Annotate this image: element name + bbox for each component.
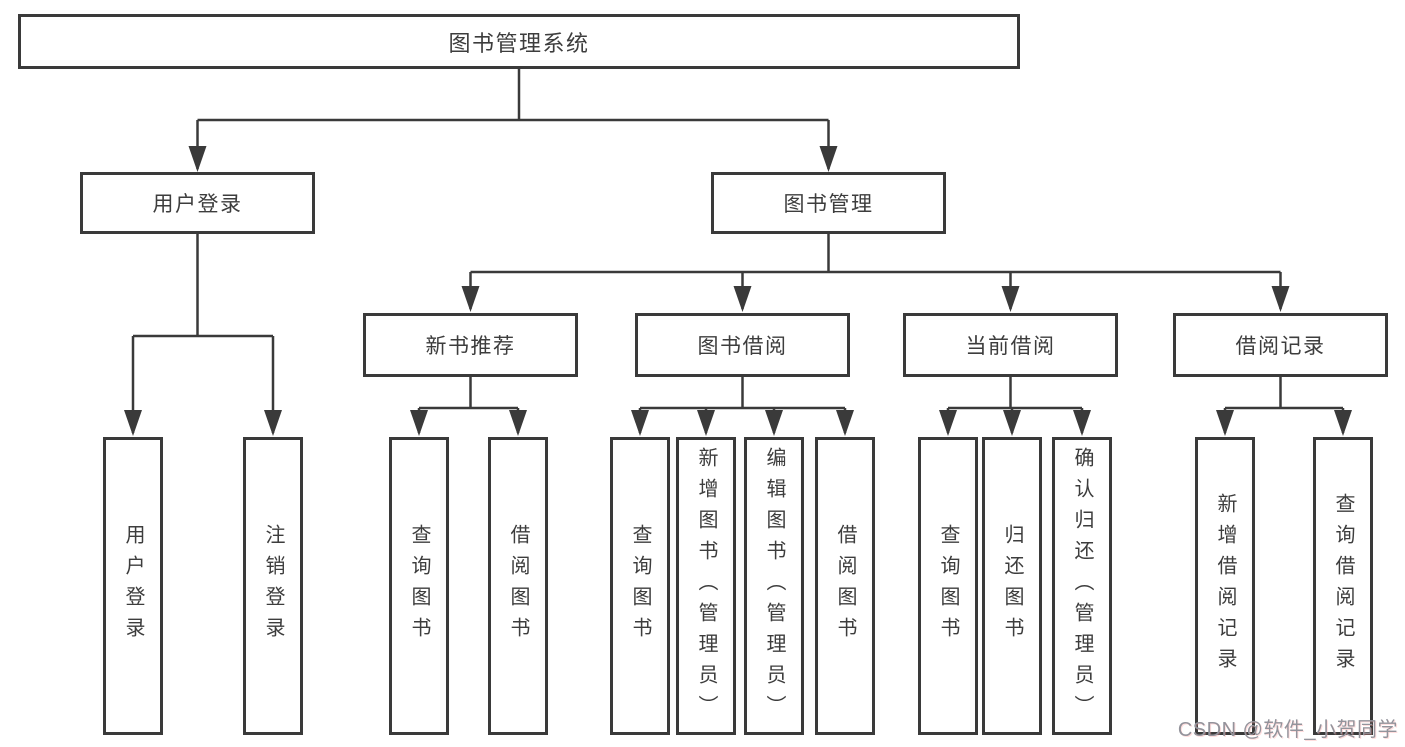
leaf-logout: 注销登录 (243, 437, 303, 735)
leaf-return-books-label: 归还图书 (1001, 524, 1023, 648)
node-user-login-label: 用户登录 (152, 193, 243, 216)
leaf-query-borrow-record: 查询借阅记录 (1313, 437, 1373, 735)
leaf-newbooks-borrow-books: 借阅图书 (488, 437, 548, 735)
leaf-newbooks-query-books-label: 查询图书 (408, 524, 430, 648)
node-user-login: 用户登录 (80, 172, 315, 234)
node-book-management: 图书管理 (711, 172, 946, 234)
leaf-add-book-admin-label: 新增图书（管理员） (695, 446, 717, 726)
node-system-root-label: 图书管理系统 (448, 30, 590, 56)
node-current-borrow-label: 当前借阅 (965, 335, 1056, 358)
leaf-return-books: 归还图书 (982, 437, 1042, 735)
leaf-confirm-return-admin-label: 确认归还（管理员） (1071, 446, 1093, 726)
leaf-newbooks-borrow-books-label: 借阅图书 (507, 524, 529, 648)
leaf-add-borrow-record-label: 新增借阅记录 (1214, 493, 1236, 679)
leaf-add-borrow-record: 新增借阅记录 (1195, 437, 1255, 735)
leaf-confirm-return-admin: 确认归还（管理员） (1052, 437, 1112, 735)
leaf-borrow-query-books-label: 查询图书 (629, 524, 651, 648)
leaf-user-login: 用户登录 (103, 437, 163, 735)
node-borrow-records-label: 借阅记录 (1235, 335, 1326, 358)
leaf-borrow-query-books: 查询图书 (610, 437, 670, 735)
leaf-edit-book-admin: 编辑图书（管理员） (744, 437, 804, 735)
node-system-root: 图书管理系统 (18, 14, 1020, 69)
node-book-borrow: 图书借阅 (635, 313, 850, 377)
node-new-book-recommend-label: 新书推荐 (425, 335, 516, 358)
leaf-logout-label: 注销登录 (262, 524, 284, 648)
leaf-query-borrow-record-label: 查询借阅记录 (1332, 493, 1354, 679)
leaf-borrow-borrow-books-label: 借阅图书 (834, 524, 856, 648)
leaf-user-login-label: 用户登录 (122, 524, 144, 648)
node-current-borrow: 当前借阅 (903, 313, 1118, 377)
node-book-borrow-label: 图书借阅 (697, 335, 788, 358)
leaf-current-query-books: 查询图书 (918, 437, 978, 735)
node-book-management-label: 图书管理 (783, 193, 874, 216)
node-borrow-records: 借阅记录 (1173, 313, 1388, 377)
leaf-add-book-admin: 新增图书（管理员） (676, 437, 736, 735)
leaf-edit-book-admin-label: 编辑图书（管理员） (763, 446, 785, 726)
leaf-newbooks-query-books: 查询图书 (389, 437, 449, 735)
node-new-book-recommend: 新书推荐 (363, 313, 578, 377)
leaf-borrow-borrow-books: 借阅图书 (815, 437, 875, 735)
leaf-current-query-books-label: 查询图书 (937, 524, 959, 648)
csdn-watermark: CSDN @软件_小贺同学 (1177, 719, 1398, 741)
